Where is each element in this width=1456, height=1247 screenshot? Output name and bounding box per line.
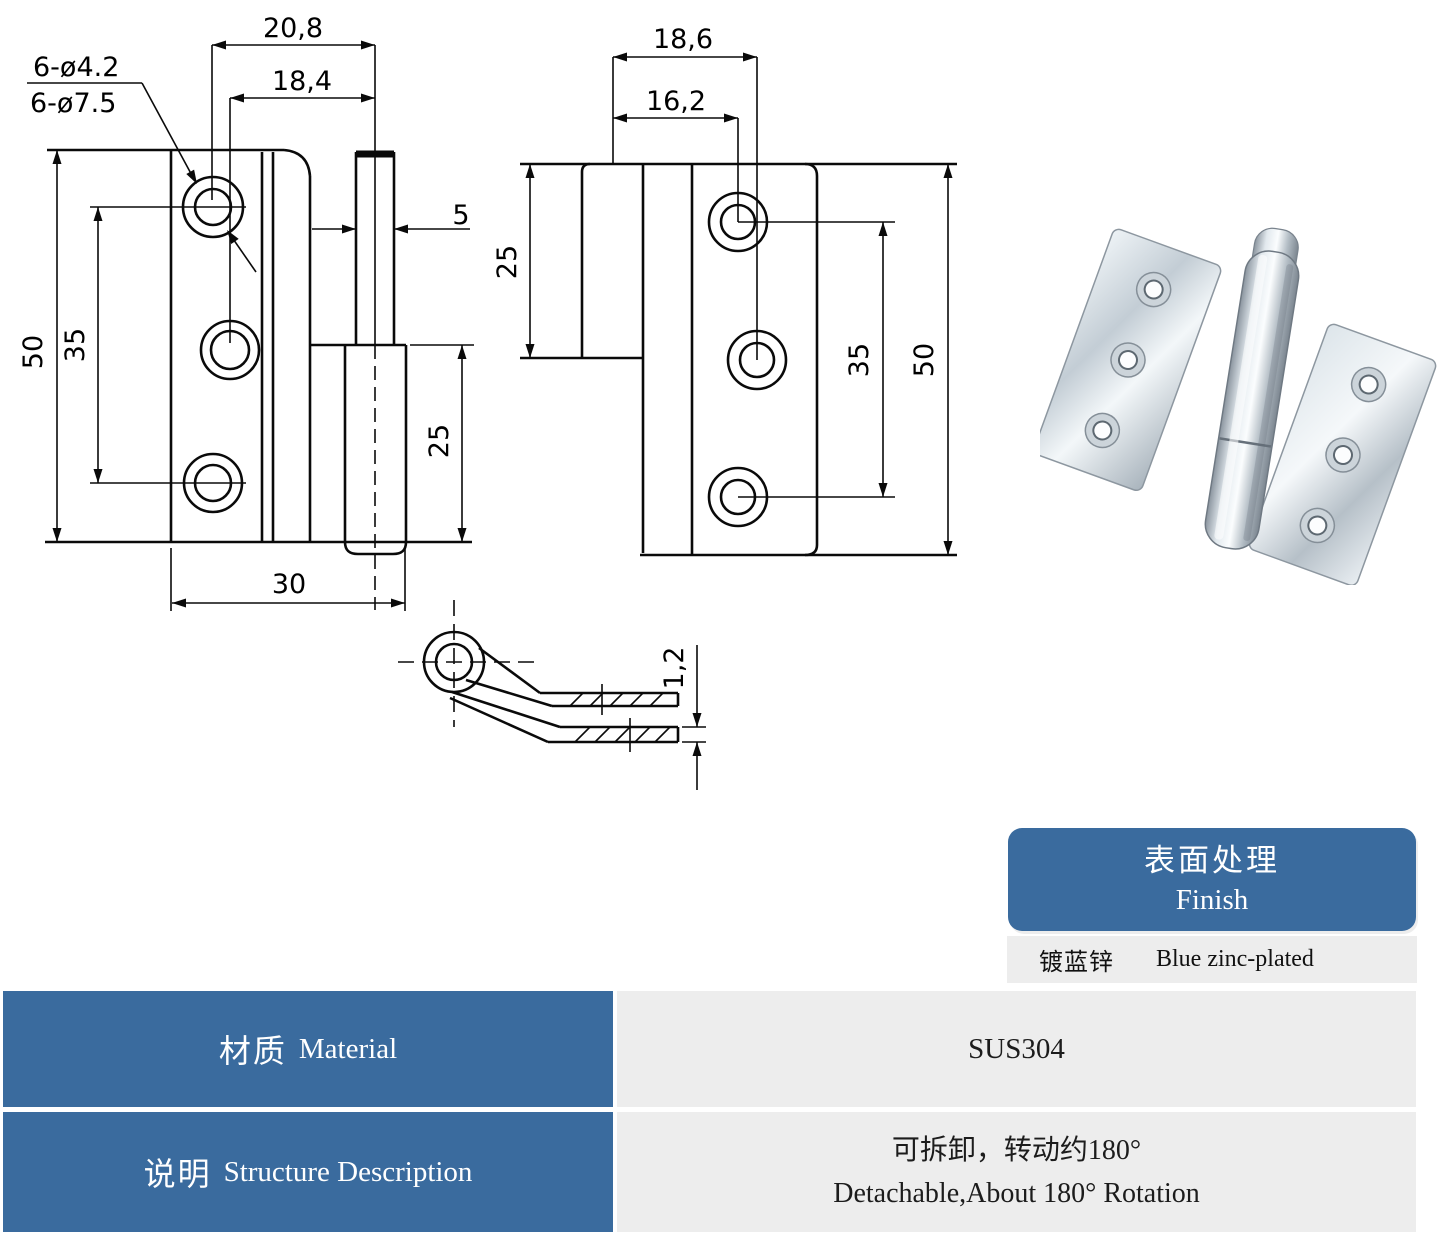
dimension-label: 20,8: [263, 13, 323, 44]
front-view-arrowheads: [52, 40, 467, 608]
material-label-cell: 材质 Material: [3, 991, 613, 1107]
hinge-right-leaf: [1248, 323, 1437, 585]
finish-value-row: 镀蓝锌 Blue zinc-plated: [1007, 936, 1417, 983]
section-hatching: [569, 692, 671, 743]
dimension-label: 16,2: [646, 86, 706, 117]
dimension-label: 18,4: [272, 66, 332, 97]
material-value: SUS304: [968, 1032, 1065, 1065]
description-label-en: Structure Description: [223, 1155, 473, 1188]
front-view: 20,8 18,4 6-ø4.2 6-ø7.5 5 50 35 25 30: [18, 13, 474, 611]
dimension-label: 50: [909, 343, 940, 377]
finish-title-en: Finish: [1175, 883, 1249, 916]
material-label-en: Material: [298, 1032, 398, 1065]
product-photo: [1040, 227, 1437, 585]
dimension-label: 1,2: [659, 647, 690, 690]
left-leaf-holes: [1084, 271, 1172, 449]
description-label-zh: 说明: [143, 1156, 212, 1192]
material-label-zh: 材质: [218, 1033, 287, 1069]
finish-value-zh: 镀蓝锌: [1039, 950, 1114, 976]
dimension-label: 35: [60, 328, 91, 362]
hole-callout-small: 6-ø4.2: [33, 52, 119, 83]
knuckle-seam: [1219, 437, 1272, 448]
description-value-zh: 可拆卸，转动约180°: [891, 1134, 1142, 1166]
dimension-label: 25: [424, 424, 455, 458]
technical-drawing-canvas: 20,8 18,4 6-ø4.2 6-ø7.5 5 50 35 25 30: [18, 13, 957, 790]
dimension-label: 35: [844, 343, 875, 377]
dimension-label: 50: [18, 335, 49, 369]
finish-header: 表面处理 Finish: [1008, 828, 1416, 931]
finish-title-zh: 表面处理: [1144, 843, 1280, 879]
hinge-left-leaf: [1040, 228, 1222, 492]
dimension-label: 5: [452, 200, 469, 231]
description-value-cell: 可拆卸，转动约180° Detachable,About 180° Rotati…: [617, 1112, 1416, 1232]
description-label-cell: 说明 Structure Description: [3, 1112, 613, 1232]
right-leaf-holes: [1299, 366, 1387, 544]
section-view-arrowheads: [692, 713, 702, 756]
side-view-arrowheads: [525, 52, 953, 555]
dimension-label: 25: [492, 245, 523, 279]
finish-value-en: Blue zinc-plated: [1156, 946, 1314, 972]
side-view: 18,6 16,2 25 35 50: [492, 24, 957, 557]
hole-callout-big: 6-ø7.5: [30, 88, 116, 119]
material-value-cell: SUS304: [617, 991, 1416, 1107]
dimension-label: 30: [272, 569, 306, 600]
hinge-knuckle: [1204, 227, 1300, 550]
dimension-label: 18,6: [653, 24, 713, 55]
section-view: 1,2: [398, 600, 706, 790]
description-value-en: Detachable,About 180° Rotation: [833, 1178, 1200, 1209]
